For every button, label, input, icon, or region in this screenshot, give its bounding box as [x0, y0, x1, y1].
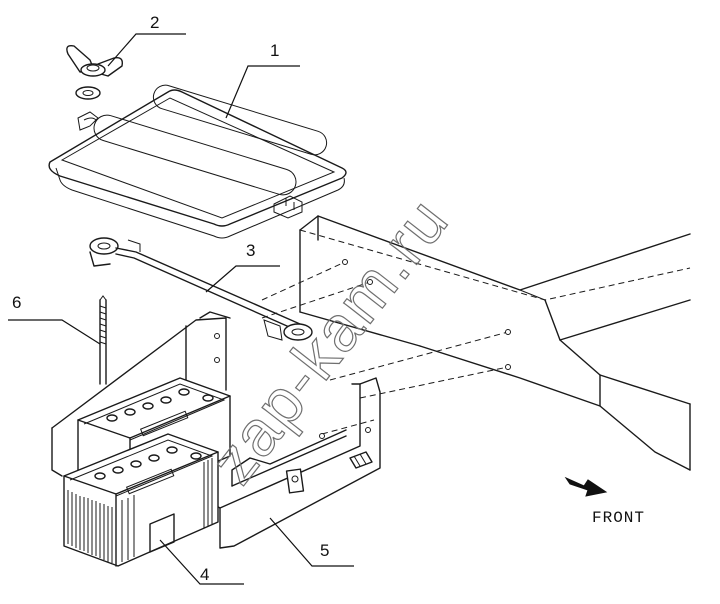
callout-5: 5	[320, 541, 329, 560]
callout-2: 2	[150, 13, 159, 32]
bolt-alignment-lines	[261, 259, 511, 399]
wing-nut	[66, 44, 124, 77]
callout-4: 4	[200, 565, 209, 584]
callout-3: 3	[246, 241, 255, 260]
battery-rear-terminals	[106, 388, 214, 422]
battery-cover	[48, 84, 347, 239]
j-bolt	[99, 295, 107, 385]
battery-front-terminals	[94, 446, 202, 480]
battery-front	[63, 433, 219, 567]
callout-1: 1	[270, 41, 279, 60]
watermark: zap-kam.ru	[196, 184, 462, 496]
front-arrow-icon	[564, 476, 608, 497]
washer	[75, 86, 101, 100]
callout-6: 6	[12, 293, 21, 312]
front-label: FRONT	[592, 509, 645, 527]
battery-tray	[51, 311, 381, 549]
hold-down-rod	[89, 237, 313, 341]
frame-rail	[299, 215, 691, 471]
leader-lines	[8, 33, 354, 585]
